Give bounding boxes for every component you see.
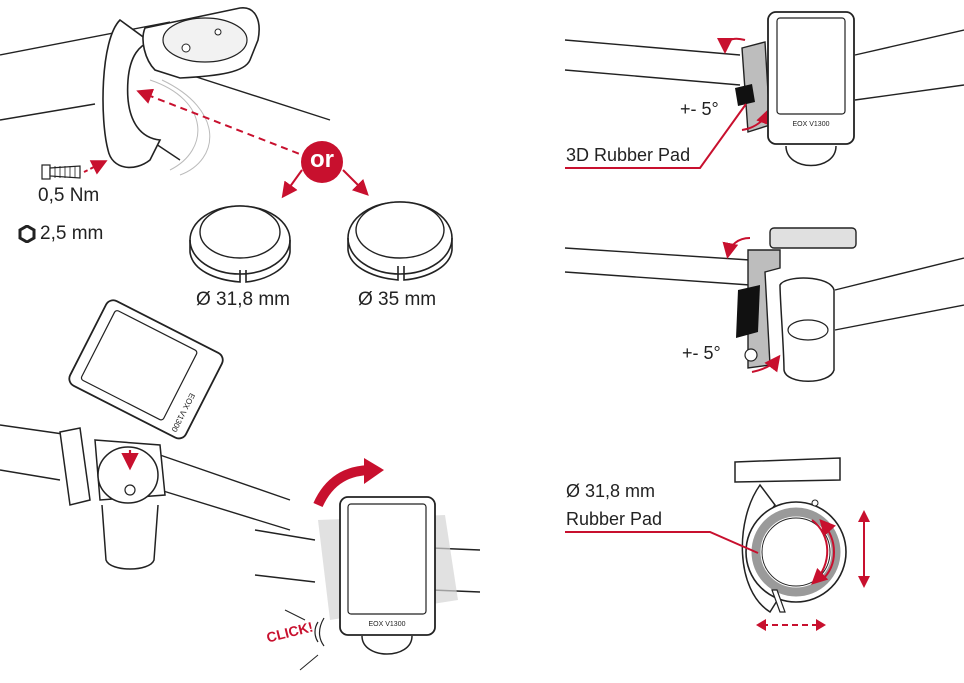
tilt-angle-label: +- 5°: [682, 343, 721, 363]
device-label: EOX V1300: [793, 121, 830, 128]
panel-click-in: EOX V1300: [254, 458, 481, 671]
shim-31-8: [189, 205, 291, 283]
rotate-arrow-head: [364, 458, 384, 484]
3d-rubber-pad-label: 3D Rubber Pad: [566, 145, 691, 165]
device-screen: [776, 17, 846, 115]
or-badge: or: [301, 141, 343, 183]
rotate-arrow: [819, 519, 836, 581]
or-arrow-right: [342, 169, 369, 196]
tilt-arrow: [741, 108, 772, 131]
shim-small-label: Ø 31,8 mm: [196, 289, 290, 310]
bolt-arrow: [83, 160, 108, 175]
shim-35: [347, 201, 453, 281]
panel-out-front-mount: [0, 7, 453, 283]
mount-clamp-arm: [102, 18, 162, 169]
rubber-pad-leader: [565, 103, 747, 169]
handlebar-left: [0, 21, 171, 121]
stem-mount-base: [97, 446, 159, 504]
tilt-arrow: [751, 354, 781, 373]
mount-screw-hole: [214, 28, 222, 36]
device-screen: [80, 310, 198, 421]
shim-large-label: Ø 35 mm: [358, 289, 437, 310]
mount-interface: [162, 17, 248, 63]
rubber-pad: [736, 285, 760, 338]
handlebar-right: [159, 454, 291, 531]
rotate-arrow: [811, 519, 829, 585]
clamp-gap: [771, 589, 786, 613]
motion-line: [299, 654, 319, 671]
mount-screw-hole: [124, 484, 136, 496]
device-label: EOX V1300: [369, 621, 406, 628]
bolt-icon: [41, 164, 81, 180]
mount-arm: [747, 249, 781, 369]
3d-rubber-pad: [735, 84, 755, 106]
handlebar-right: [834, 257, 964, 331]
stem-clamp: [59, 427, 91, 506]
mount-base: [785, 145, 837, 167]
mount-screw-hole: [811, 499, 819, 507]
mount-screw-hole: [744, 348, 758, 362]
device-screen: [347, 503, 427, 615]
rubber-pad-leader: [565, 531, 759, 554]
click-sound-icon: [314, 617, 325, 647]
panel-stem-mount: EOX V1300: [0, 299, 291, 570]
hex-key-label: 2,5 mm: [18, 224, 103, 243]
handlebar-left: [254, 529, 316, 583]
stem-hole: [787, 319, 829, 341]
mount-head: [734, 457, 841, 483]
panel-stem-tilt: [564, 227, 964, 382]
bike-computer-device: EOX V1300: [68, 299, 224, 440]
mount-base: [361, 635, 413, 655]
handlebar-left: [564, 39, 741, 86]
hex-key-icon: [18, 224, 36, 243]
panel-clamp-section: [565, 457, 870, 631]
handlebar-left: [0, 424, 71, 481]
rubber-pad-label: Rubber Pad: [566, 509, 663, 529]
tilt-angle-label: +- 5°: [680, 99, 719, 119]
or-arrow-left: [281, 169, 303, 199]
mount-head: [769, 227, 857, 249]
tilt-arrow: [722, 237, 751, 259]
torque-label: 0,5 Nm: [38, 185, 100, 206]
mount-screw-hole: [181, 43, 191, 53]
shim-ghost-arc: [149, 79, 199, 171]
panel-3d-rubber-pad: EOX V1300: [564, 11, 964, 169]
shim-ghost-arc: [161, 79, 211, 176]
handlebar-right: [134, 61, 331, 161]
motion-line: [284, 609, 306, 621]
handlebar-left: [564, 247, 751, 286]
tilt-arrow: [717, 37, 746, 54]
shim-insert-arrow: [136, 88, 311, 159]
diameter-label: Ø 31,8 mm: [566, 481, 656, 501]
handlebar-right: [854, 29, 964, 101]
stem-body: [101, 504, 159, 570]
